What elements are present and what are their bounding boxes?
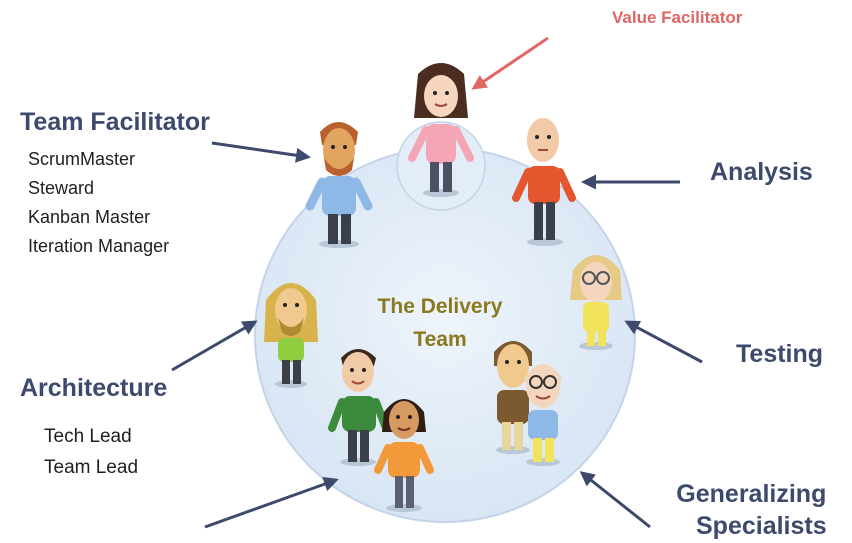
arrow-value-facilitator bbox=[471, 36, 549, 90]
generalizing-line: Generalizing bbox=[676, 480, 827, 508]
analysis-heading: Analysis bbox=[710, 158, 813, 186]
avatar-team-facilitator bbox=[305, 122, 373, 248]
avatar-value-facilitator bbox=[408, 63, 474, 197]
architecture-heading: Architecture bbox=[20, 374, 168, 402]
list-item: Team Lead bbox=[44, 457, 139, 478]
arrow-bottom-left bbox=[204, 476, 339, 529]
avatar-testing bbox=[570, 255, 622, 350]
avatar-brown-vest bbox=[494, 341, 532, 454]
list-item: Steward bbox=[28, 178, 95, 198]
architecture-list: Tech Lead Team Lead bbox=[44, 421, 138, 483]
team-facilitator-list: ScrumMaster Steward Kanban Master Iterat… bbox=[28, 145, 169, 261]
avatar-green-shirt bbox=[328, 349, 390, 466]
avatar-glasses-guy bbox=[524, 364, 562, 466]
generalizing-specialists-heading: Generalizing Specialists bbox=[676, 478, 827, 542]
arrow-architecture bbox=[171, 320, 258, 372]
delivery-team-title-line1: The Delivery bbox=[377, 295, 503, 318]
avatar-architecture bbox=[264, 283, 318, 388]
avatar-orange-shirt bbox=[374, 399, 434, 512]
list-item: Kanban Master bbox=[28, 207, 151, 227]
arrow-team-facilitator bbox=[211, 141, 311, 163]
testing-heading: Testing bbox=[736, 340, 824, 368]
list-item: ScrumMaster bbox=[28, 149, 136, 169]
arrow-testing bbox=[624, 320, 703, 364]
delivery-team-title: The Delivery Team bbox=[360, 290, 520, 356]
specialists-line: Specialists bbox=[696, 512, 827, 540]
delivery-team-title-line2: Team bbox=[413, 328, 467, 351]
list-item: Tech Lead bbox=[44, 426, 132, 447]
team-facilitator-heading: Team Facilitator bbox=[20, 108, 210, 136]
arrow-generalizing bbox=[579, 471, 651, 529]
avatar-analysis bbox=[512, 118, 576, 246]
list-item: Iteration Manager bbox=[28, 236, 170, 256]
value-facilitator-label: Value Facilitator bbox=[612, 8, 743, 27]
